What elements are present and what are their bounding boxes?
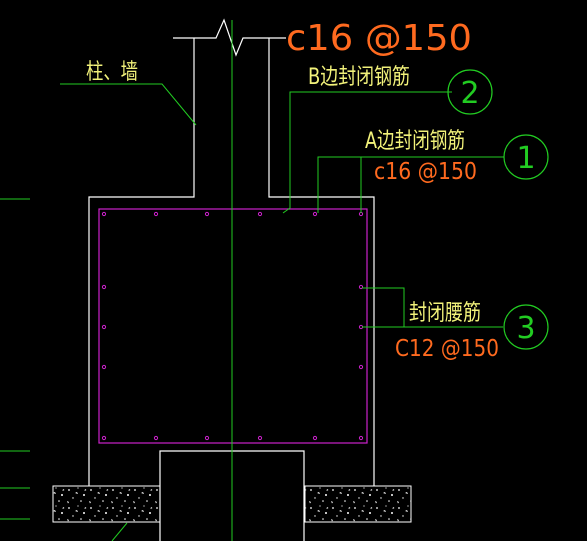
concrete-strip-left — [52, 485, 161, 523]
callout-1: 1 — [503, 134, 549, 180]
waist-rebar-spec: C12 @150 — [395, 336, 499, 362]
left-edge-ticks — [0, 198, 30, 520]
column-wall-label: 柱、墙 — [86, 60, 138, 85]
callout-3: 3 — [503, 304, 549, 350]
leader-lines — [60, 83, 504, 541]
closed-stirrup — [98, 208, 368, 444]
callout-1-label: 1 — [516, 141, 535, 176]
a-side-closed-label: A边封闭钢筋 — [365, 129, 465, 154]
a-side-spec: c16 @150 — [374, 159, 477, 185]
waist-rebar-label: 封闭腰筋 — [409, 301, 481, 326]
b-side-closed-label: B边封闭钢筋 — [308, 65, 410, 90]
rebar-dots — [101, 211, 364, 441]
main-rebar-spec: c16 @150 — [286, 18, 472, 59]
concrete-strip-right — [304, 485, 412, 523]
callout-2-label: 2 — [460, 76, 479, 111]
callout-2: 2 — [447, 69, 493, 115]
structure-outline — [88, 18, 375, 541]
callout-3-label: 3 — [516, 311, 535, 346]
